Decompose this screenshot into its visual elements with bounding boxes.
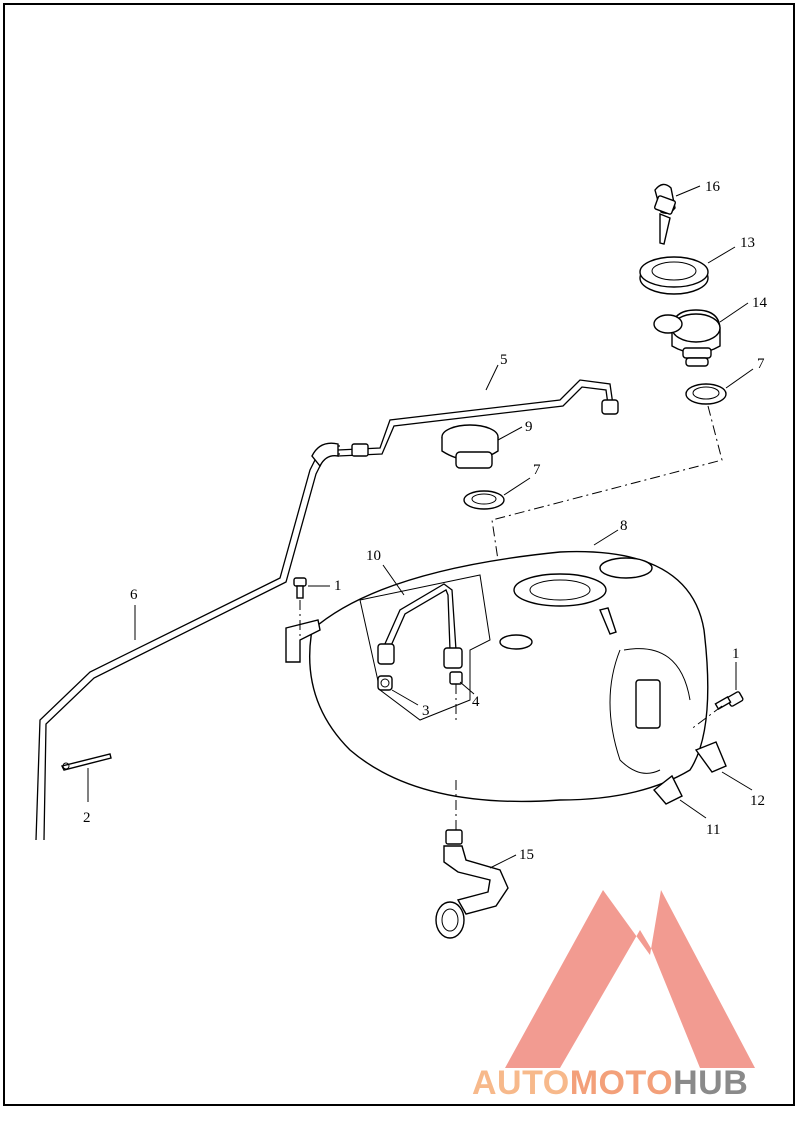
callout-16: 16 (705, 179, 721, 195)
callout-5: 5 (500, 352, 508, 368)
vent-hose-part (35, 442, 340, 841)
fitting-3-part (377, 675, 393, 691)
watermark-brand-hub: HUB (673, 1064, 748, 1102)
watermark-brand-moto: MOTO (570, 1064, 673, 1102)
locking-cap-part (653, 309, 721, 367)
gasket-upper-part (685, 383, 727, 405)
callout-9: 9 (525, 419, 533, 435)
gasket-lower-part (463, 490, 505, 510)
grommet-11-part (652, 774, 683, 805)
callout-10: 10 (366, 548, 381, 564)
leader-7b (725, 368, 754, 389)
crossover-hose-part (435, 829, 509, 939)
leader-4 (459, 681, 475, 695)
leader-14 (719, 302, 749, 323)
watermark-brand-auto: AUTO (472, 1064, 570, 1102)
key-part (654, 183, 676, 245)
callout-7b: 7 (757, 356, 765, 372)
leader-12 (721, 771, 753, 791)
callout-4: 4 (472, 694, 480, 710)
watermark-triangle-logo (505, 890, 755, 1068)
leader-9 (497, 426, 523, 441)
leader-8 (593, 529, 619, 546)
callout-7a: 7 (533, 462, 541, 478)
screw-right-centerline (689, 705, 723, 731)
clip-12-part (694, 741, 727, 773)
callout-11: 11 (706, 822, 720, 838)
leader-13 (707, 246, 736, 264)
leader-5 (485, 364, 499, 391)
leader-11 (679, 799, 707, 819)
callout-3: 3 (422, 703, 430, 719)
diagram-frame (3, 3, 795, 1106)
screw-left-part (285, 577, 321, 663)
bezel-ring-part (639, 256, 709, 295)
fuel-tank-part (309, 550, 709, 803)
cable-strap-part (60, 753, 112, 771)
leader-3 (391, 689, 419, 706)
fuel-line-part (377, 583, 463, 669)
vent-tube-part (337, 379, 619, 457)
leader-16 (675, 185, 701, 197)
watermark-logo (505, 890, 755, 1068)
callout-1b: 1 (732, 646, 740, 662)
callout-14: 14 (752, 295, 768, 311)
callout-15: 15 (519, 847, 534, 863)
callout-1a: 1 (334, 578, 342, 594)
leader-7a (503, 477, 531, 496)
callout-13: 13 (740, 235, 755, 251)
callout-2: 2 (83, 810, 91, 826)
watermark-brand: AUTOMOTOHUB (472, 1064, 748, 1102)
callout-8: 8 (620, 518, 628, 534)
filler-neck-part (441, 424, 499, 469)
screw-right-part (714, 691, 744, 711)
leader-15 (489, 854, 517, 869)
callout-6: 6 (130, 587, 138, 603)
callout-12: 12 (750, 793, 765, 809)
leader-10 (382, 564, 405, 596)
